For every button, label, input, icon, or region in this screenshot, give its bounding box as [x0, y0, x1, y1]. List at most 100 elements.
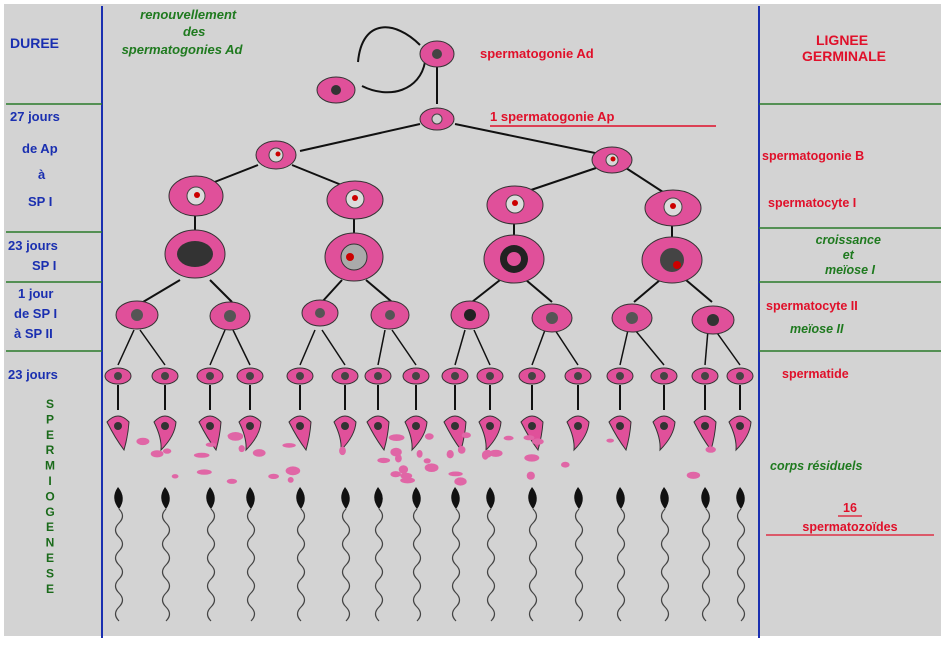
residual-body [523, 435, 535, 441]
spermatozoon [374, 487, 384, 622]
residual-body [481, 450, 489, 460]
spermatogonie-b-cell [591, 146, 633, 174]
spermatozoon [114, 487, 124, 622]
spermatozoon [341, 487, 351, 622]
spermatozoa [114, 487, 746, 622]
spermatogonie-b-cell [255, 140, 297, 170]
spermatid [151, 367, 179, 410]
label-spermatogonie-ad: spermatogonie Ad [480, 46, 594, 61]
spermatozoon [574, 487, 584, 622]
residual-body [423, 458, 431, 464]
residual-body [388, 434, 405, 441]
spermatid [441, 367, 469, 410]
elongating-spermatid [478, 415, 502, 452]
residual-body [205, 442, 217, 447]
elongating-spermatid [153, 415, 177, 452]
residual-body [268, 473, 279, 479]
spermatid [402, 367, 430, 410]
spermatozoon [486, 487, 496, 622]
residual-body [561, 461, 570, 468]
spermatozoon [296, 487, 306, 622]
elongating-spermatid [238, 415, 262, 452]
residual-body [446, 450, 454, 459]
spermatozoon [451, 487, 461, 622]
residual-body [339, 446, 346, 456]
label-spermatogonie-ap: 1 spermatogonie Ap [490, 109, 615, 124]
residual-body [400, 477, 415, 484]
lineage-header: LIGNEE GERMINALE [802, 32, 886, 64]
label-corps-residuels: corps résiduels [770, 459, 862, 473]
label-croissance-meiose-i: croissance et meïose I [816, 233, 885, 277]
residual-body [150, 450, 164, 458]
elongating-spermatid-cells [106, 415, 752, 452]
residual-body [705, 446, 716, 453]
spermatozoon [161, 487, 171, 622]
residual-body [503, 435, 514, 441]
residual-body [171, 474, 179, 479]
residual-body [532, 438, 544, 445]
duration-1-day: 1 jour de SP I à SP II [14, 286, 61, 341]
label-count-16: 16 [843, 501, 857, 515]
spermatogonie-ap-cell [419, 107, 455, 131]
residual-body [227, 433, 235, 438]
left-row-separators [6, 103, 102, 352]
spermatid [650, 367, 678, 410]
spermatozoon [206, 487, 216, 622]
residual-body [285, 466, 301, 476]
spermatocyte-ii-cells [115, 299, 735, 335]
spermatocyte-i-cell [486, 185, 544, 225]
residual-body [252, 449, 266, 457]
residual-body [424, 433, 434, 440]
spermatid [691, 367, 719, 410]
elongating-spermatid [288, 415, 312, 452]
label-spermatogonie-b: spermatogonie B [762, 149, 864, 163]
residual-body [398, 465, 409, 474]
spermatozoon [736, 487, 746, 622]
spermatid [331, 367, 359, 410]
label-spermatocyte-ii: spermatocyte II [766, 299, 858, 313]
spermatid [518, 367, 546, 410]
right-row-separators [759, 103, 941, 352]
residual-body [226, 478, 238, 484]
elongating-spermatid [333, 415, 357, 452]
renewal-label: renouvellement des spermatogonies Ad [122, 7, 244, 57]
residual-body [489, 449, 503, 457]
growing-spermatocyte-cell [641, 236, 703, 284]
residual-body [238, 445, 245, 453]
elongating-spermatid [404, 415, 428, 452]
residual-body [390, 471, 402, 478]
spermatid [364, 367, 392, 410]
spermatocyte-i-cell [644, 189, 702, 227]
residual-body [424, 463, 439, 473]
duration-header: DUREE [10, 35, 59, 51]
spermatogonie-ad-cell [419, 40, 455, 68]
renewal-arrow-arc [357, 26, 421, 63]
spermatozoon [701, 487, 711, 622]
spermatid [104, 367, 132, 410]
elongating-spermatid [366, 415, 390, 452]
residual-body [193, 452, 210, 458]
residual-body [524, 454, 540, 462]
spermatid [196, 367, 224, 410]
spermatid [564, 367, 592, 410]
renewal-return-arc [361, 61, 426, 94]
residual-body [196, 469, 212, 475]
elongating-spermatid [106, 415, 130, 452]
spermatid [726, 367, 754, 410]
elongating-spermatid [608, 415, 632, 452]
spermatid [236, 367, 264, 410]
duration-23-days-sp1: 23 jours SP I [8, 238, 61, 273]
lineage-connectors [142, 26, 713, 303]
residual-body [454, 477, 467, 486]
residual-body [606, 438, 614, 443]
residual-body [287, 477, 294, 483]
spermatozoon [412, 487, 422, 622]
residual-body [448, 471, 463, 477]
residual-body [457, 446, 466, 454]
residual-body [526, 471, 535, 480]
residual-body [461, 432, 471, 439]
elongating-spermatid [728, 415, 752, 452]
duration-23-days-spermatid: 23 jours [8, 367, 58, 382]
